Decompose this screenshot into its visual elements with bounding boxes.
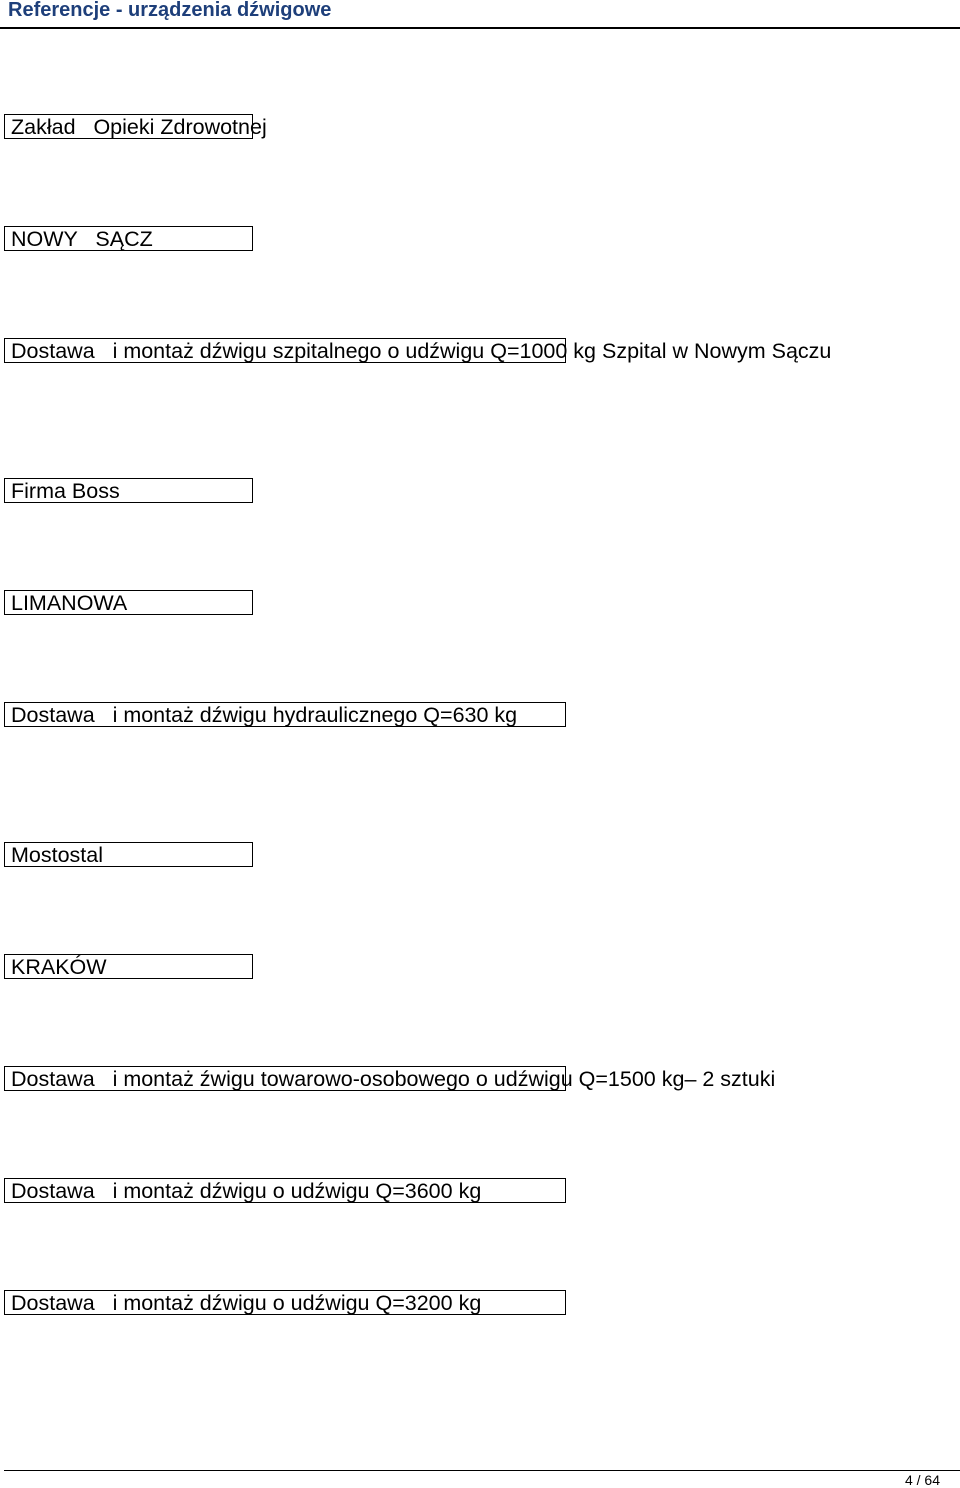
entry-text: Dostawa i montaż źwigu towarowo-osoboweg… [11, 1067, 776, 1091]
page-header-title: Referencje - urządzenia dźwigowe [8, 0, 332, 21]
entry-box: KRAKÓW [4, 954, 253, 979]
entry-box: Dostawa i montaż dźwigu o udźwigu Q=3600… [4, 1178, 566, 1203]
entry-text: KRAKÓW [11, 955, 107, 979]
entry-box: Zakład Opieki Zdrowotnej [4, 114, 267, 139]
entry-box: Firma Boss [4, 478, 253, 503]
entry-box: LIMANOWA [4, 590, 253, 615]
entry-box: Dostawa i montaż dźwigu szpitalnego o ud… [4, 338, 831, 363]
entry-text: NOWY SĄCZ [11, 227, 153, 251]
entry-box: NOWY SĄCZ [4, 226, 253, 251]
entry-text: Dostawa i montaż dźwigu szpitalnego o ud… [11, 339, 832, 363]
entry-box: Dostawa i montaż dźwigu o udźwigu Q=3200… [4, 1290, 566, 1315]
entry-text: Dostawa i montaż dźwigu hydraulicznego Q… [11, 703, 518, 727]
entry-text: Firma Boss [11, 479, 120, 503]
footer-divider [4, 1470, 960, 1471]
entry-box: Dostawa i montaż dźwigu hydraulicznego Q… [4, 702, 566, 727]
entry-text: LIMANOWA [11, 591, 128, 615]
entry-text: Dostawa i montaż dźwigu o udźwigu Q=3600… [11, 1179, 482, 1203]
entry-box: Dostawa i montaż źwigu towarowo-osoboweg… [4, 1066, 775, 1091]
entry-box: Mostostal [4, 842, 253, 867]
entry-text: Dostawa i montaż dźwigu o udźwigu Q=3200… [11, 1291, 482, 1315]
entry-text: Mostostal [11, 843, 104, 867]
header-divider [0, 27, 960, 29]
entry-text: Zakład Opieki Zdrowotnej [11, 115, 267, 139]
page-number: 4 / 64 [904, 1472, 940, 1488]
